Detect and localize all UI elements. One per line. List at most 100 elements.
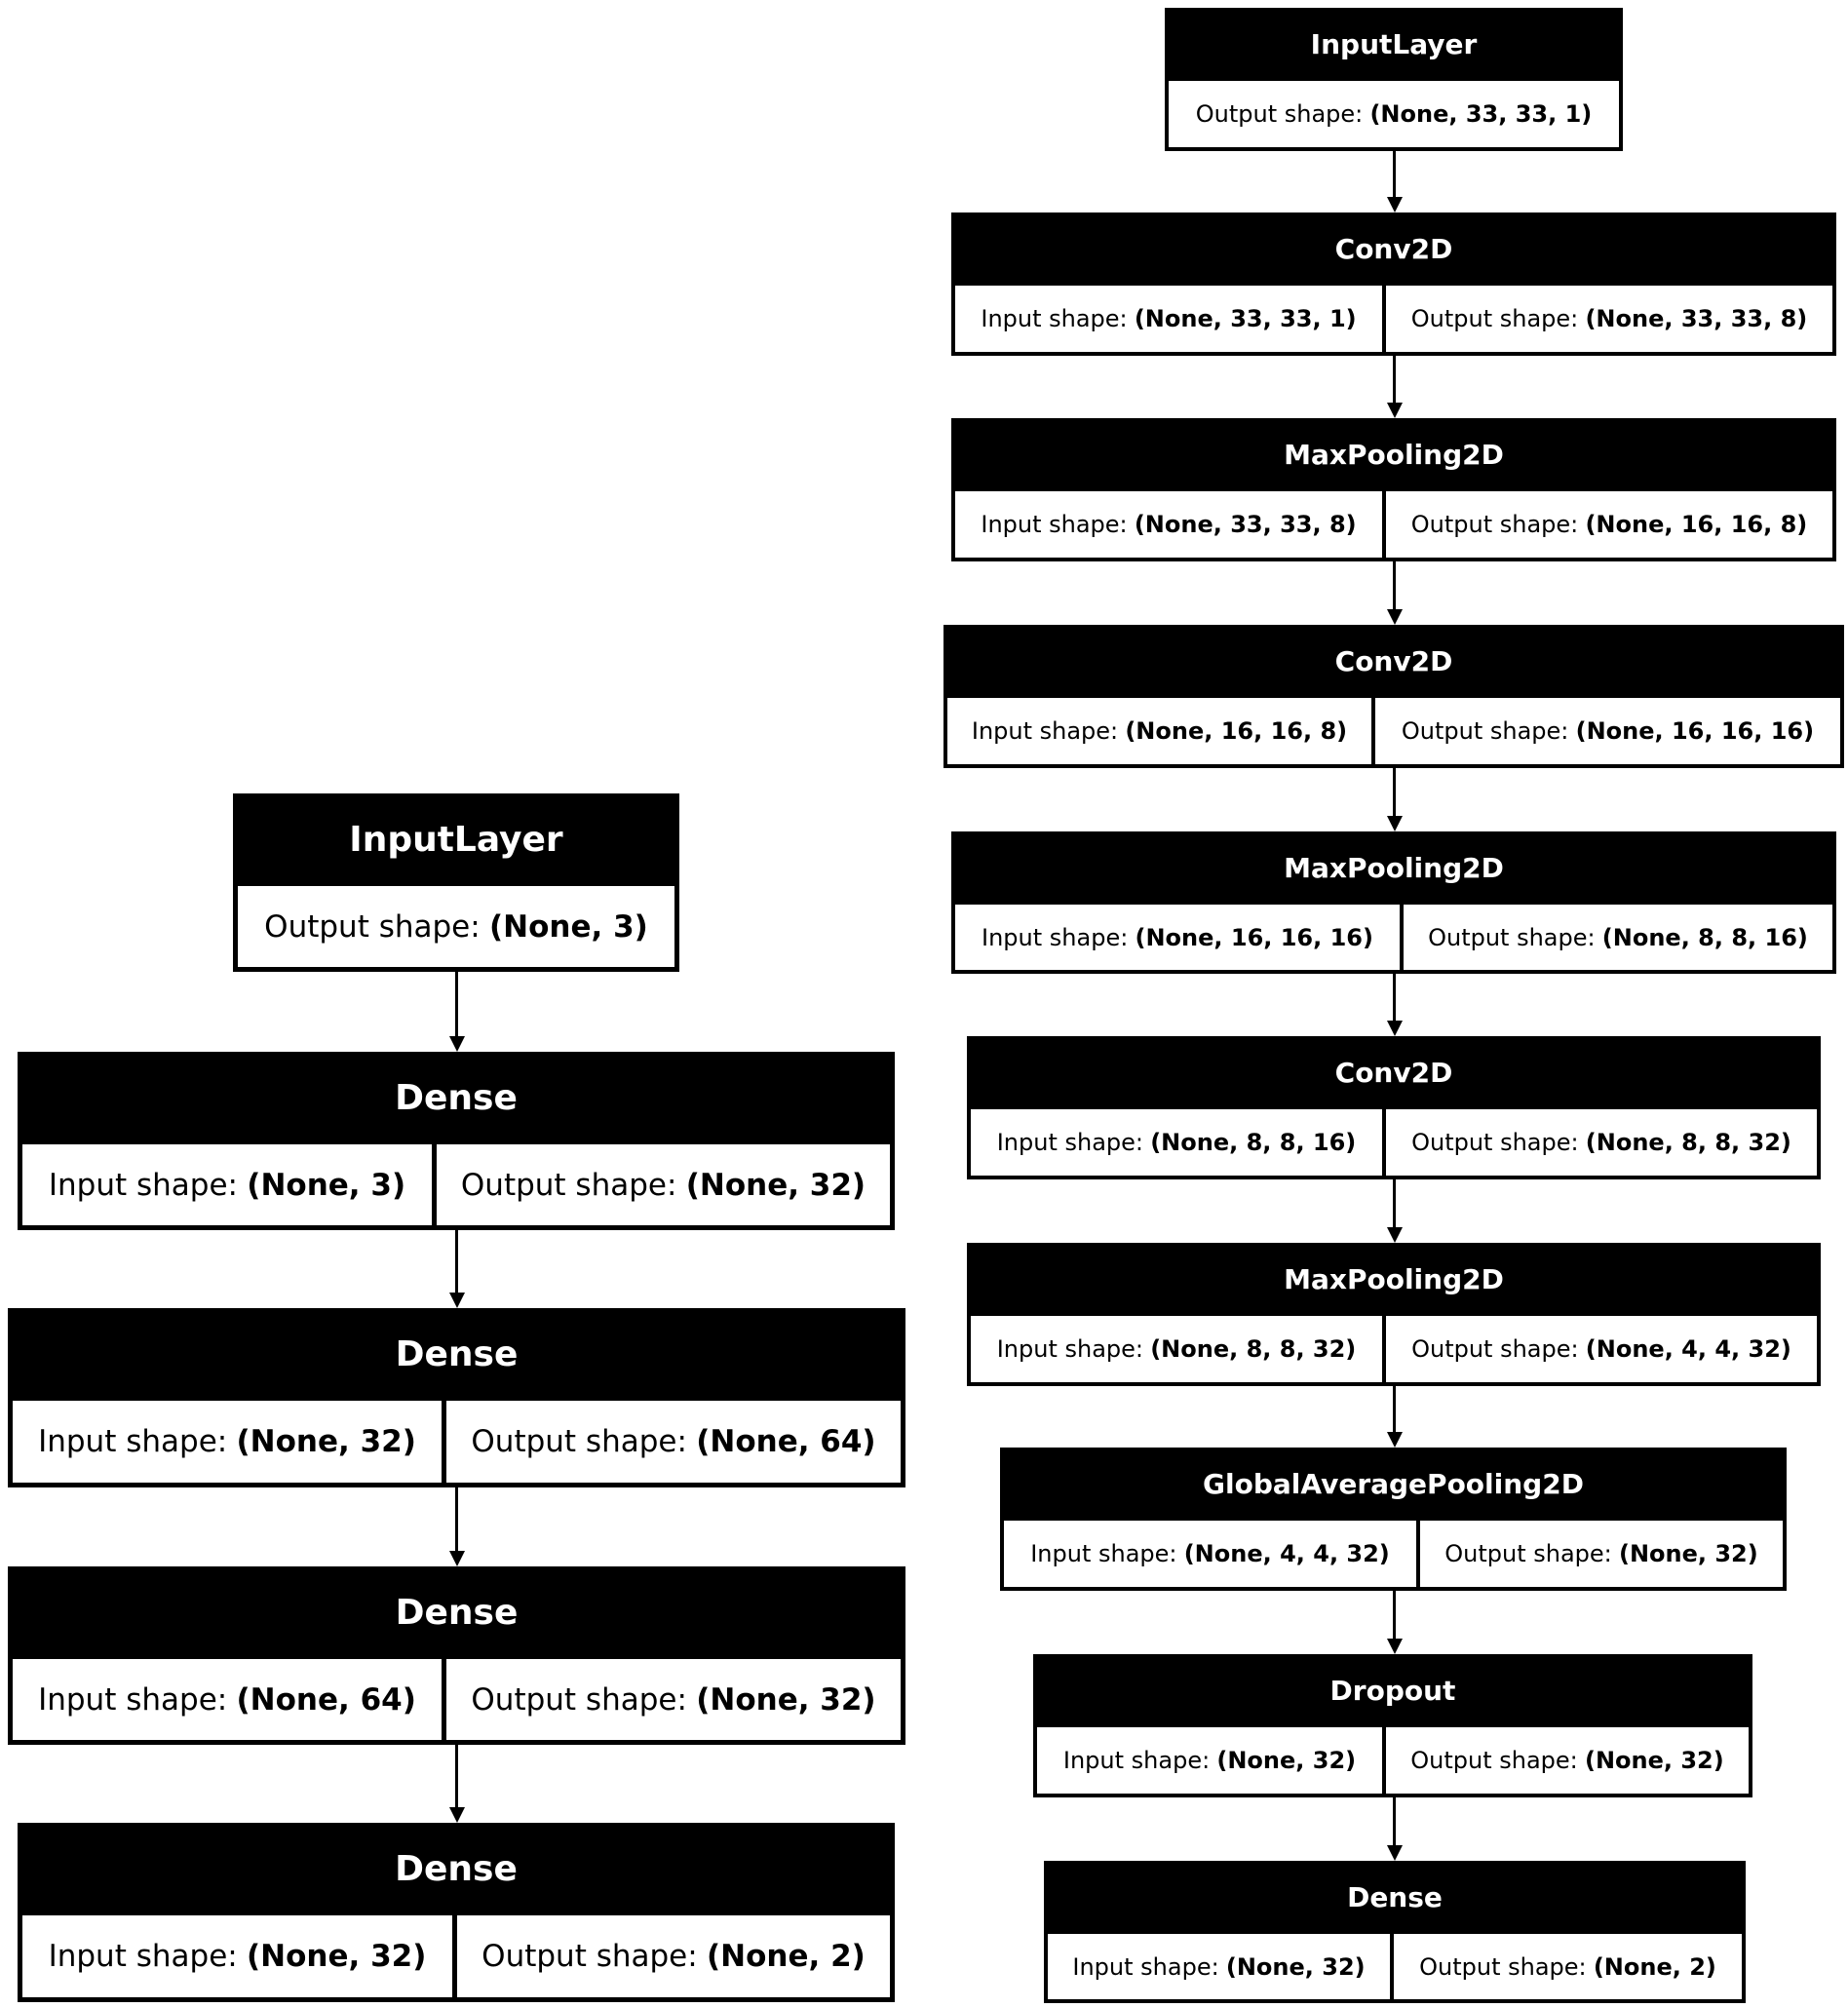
shape-value: (None, 33, 33, 1): [1134, 305, 1357, 332]
output-shape-cell: Output shape:(None, 32): [1420, 1521, 1783, 1587]
shape-value: (None, 8, 8, 32): [1150, 1335, 1357, 1363]
input-shape-cell: Input shape:(None, 32): [1037, 1727, 1382, 1794]
arrow-down-icon: [1386, 1639, 1403, 1654]
layer-box: MaxPooling2D Input shape:(None, 33, 33, 8…: [951, 418, 1836, 561]
input-shape-cell: Input shape:(None, 32): [22, 1915, 452, 1997]
output-shape-cell: Output shape:(None, 8, 8, 32): [1386, 1109, 1817, 1176]
shape-value: (None, 16, 16, 16): [1575, 717, 1815, 745]
layer-name: Conv2D: [1334, 645, 1453, 677]
input-shape-cell: Input shape:(None, 33, 33, 1): [955, 286, 1382, 352]
shape-value: (None, 3): [489, 908, 648, 945]
shape-label: Input shape:: [1072, 1952, 1219, 1981]
shape-label: Output shape:: [264, 908, 481, 945]
shape-value: (None, 8, 8, 16): [1150, 1129, 1357, 1156]
shape-label: Output shape:: [471, 1424, 687, 1459]
input-shape-cell: Input shape:(None, 32): [13, 1401, 442, 1483]
output-shape-cell: Output shape:(None, 33, 33, 8): [1386, 286, 1832, 352]
arrow-down-icon: [448, 1551, 465, 1566]
connector-line: [455, 1230, 458, 1294]
shape-value: (None, 32): [696, 1681, 876, 1718]
shape-label: Input shape:: [38, 1424, 228, 1459]
connector-line: [1393, 561, 1396, 611]
shape-value: (None, 8, 8, 32): [1585, 1129, 1791, 1156]
layer-name: MaxPooling2D: [1284, 852, 1504, 884]
input-shape-cell: Input shape:(None, 64): [13, 1659, 442, 1740]
shape-value: (None, 32): [685, 1167, 866, 1203]
shape-value: (None, 16, 16, 16): [1135, 923, 1373, 951]
output-shape-cell: Output shape:(None, 32): [1386, 1727, 1749, 1794]
shape-value: (None, 33, 33, 8): [1134, 511, 1357, 538]
shape-value: (None, 4, 4, 32): [1585, 1335, 1791, 1363]
connector-line: [1393, 974, 1396, 1023]
output-shape-cell: Output shape:(None, 8, 8, 16): [1404, 905, 1832, 970]
output-shape-cell: Output shape:(None, 3): [238, 886, 674, 967]
input-shape-cell: Input shape:(None, 16, 16, 8): [947, 698, 1371, 764]
shape-label: Input shape:: [982, 923, 1129, 951]
shape-label: Output shape:: [1419, 1952, 1587, 1981]
connector-line: [1393, 1179, 1396, 1229]
shape-value: (None, 4, 4, 32): [1183, 1540, 1390, 1567]
shape-value: (None, 32): [1618, 1540, 1758, 1567]
output-shape-cell: Output shape:(None, 4, 4, 32): [1386, 1316, 1817, 1382]
input-shape-cell: Input shape:(None, 32): [1048, 1934, 1390, 1999]
layer-name: InputLayer: [349, 820, 563, 860]
layer-name: Dense: [395, 1334, 519, 1374]
shape-value: (None, 8, 8, 16): [1601, 923, 1808, 951]
shape-value: (None, 64): [236, 1681, 416, 1718]
shape-value: (None, 2): [1593, 1952, 1716, 1981]
connector-line: [455, 1745, 458, 1809]
shape-value: (None, 32): [1225, 1952, 1366, 1981]
shape-label: Output shape:: [1444, 1540, 1612, 1567]
shape-value: (None, 32): [1216, 1747, 1357, 1774]
layer-name: Conv2D: [1334, 233, 1453, 265]
output-shape-cell: Output shape:(None, 32): [437, 1144, 890, 1225]
shape-value: (None, 16, 16, 8): [1125, 717, 1348, 745]
layer-name: GlobalAveragePooling2D: [1203, 1468, 1584, 1500]
shape-value: (None, 32): [236, 1424, 416, 1459]
shape-value: (None, 3): [247, 1167, 406, 1203]
shape-label: Output shape:: [1410, 305, 1579, 332]
shape-value: (None, 32): [1584, 1747, 1724, 1774]
connector-line: [1393, 151, 1396, 199]
output-shape-cell: Output shape:(None, 32): [446, 1659, 901, 1740]
shape-label: Output shape:: [1410, 1747, 1578, 1774]
layer-name: Dropout: [1329, 1675, 1456, 1707]
connector-line: [1393, 356, 1396, 405]
arrow-down-icon: [448, 1293, 465, 1308]
shape-label: Input shape:: [38, 1681, 228, 1718]
output-shape-cell: Output shape:(None, 64): [446, 1401, 901, 1483]
output-shape-cell: Output shape:(None, 2): [457, 1915, 890, 1997]
layer-name: MaxPooling2D: [1284, 439, 1504, 471]
arrow-down-icon: [1386, 816, 1403, 831]
shape-label: Output shape:: [1195, 100, 1364, 128]
layer-name: Conv2D: [1334, 1057, 1453, 1089]
output-shape-cell: Output shape:(None, 16, 16, 16): [1375, 698, 1840, 764]
connector-line: [455, 972, 458, 1038]
shape-label: Input shape:: [1062, 1747, 1211, 1774]
shape-value: (None, 2): [707, 1939, 866, 1974]
arrow-down-icon: [1386, 1845, 1403, 1861]
shape-label: Output shape:: [1410, 511, 1579, 538]
shape-label: Output shape:: [460, 1167, 677, 1203]
arrow-down-icon: [1386, 197, 1403, 212]
shape-label: Output shape:: [1428, 923, 1596, 951]
shape-label: Input shape:: [48, 1939, 238, 1974]
layer-box: MaxPooling2D Input shape:(None, 16, 16, 1…: [951, 831, 1836, 974]
connector-line: [455, 1487, 458, 1553]
shape-label: Input shape:: [996, 1335, 1143, 1363]
shape-label: Input shape:: [981, 305, 1128, 332]
layer-name: Dense: [395, 1593, 519, 1633]
shape-label: Output shape:: [1411, 1335, 1579, 1363]
connector-line: [1393, 1386, 1396, 1434]
layer-box: Conv2D Input shape:(None, 16, 16, 8)Outpu…: [943, 625, 1844, 768]
layer-name: InputLayer: [1310, 28, 1478, 60]
input-shape-cell: Input shape:(None, 33, 33, 8): [955, 491, 1382, 558]
